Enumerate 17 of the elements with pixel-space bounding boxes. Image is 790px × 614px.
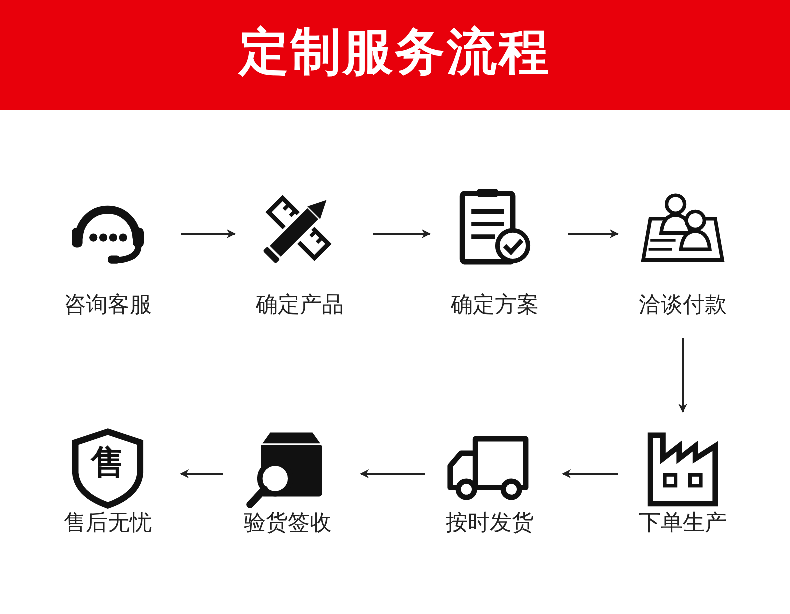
- arrow: [562, 470, 618, 478]
- arrow: [360, 470, 425, 478]
- step-caption: 咨询客服: [63, 292, 153, 320]
- step-caption: 下单生产: [638, 510, 728, 538]
- step-caption: 确定方案: [450, 292, 540, 320]
- arrow: [568, 230, 619, 238]
- arrow: [678, 338, 688, 413]
- arrow: [180, 470, 223, 478]
- step-caption: 确定产品: [255, 292, 345, 320]
- title: 定制服务流程: [237, 22, 552, 82]
- step-caption: 验货签收: [243, 510, 333, 538]
- step-caption: 洽谈付款: [638, 292, 728, 320]
- arrow: [181, 230, 236, 238]
- shield-character: 售: [90, 443, 126, 483]
- arrow: [373, 230, 431, 238]
- step-caption: 按时发货: [445, 510, 535, 538]
- step-caption: 售后无忧: [63, 510, 153, 538]
